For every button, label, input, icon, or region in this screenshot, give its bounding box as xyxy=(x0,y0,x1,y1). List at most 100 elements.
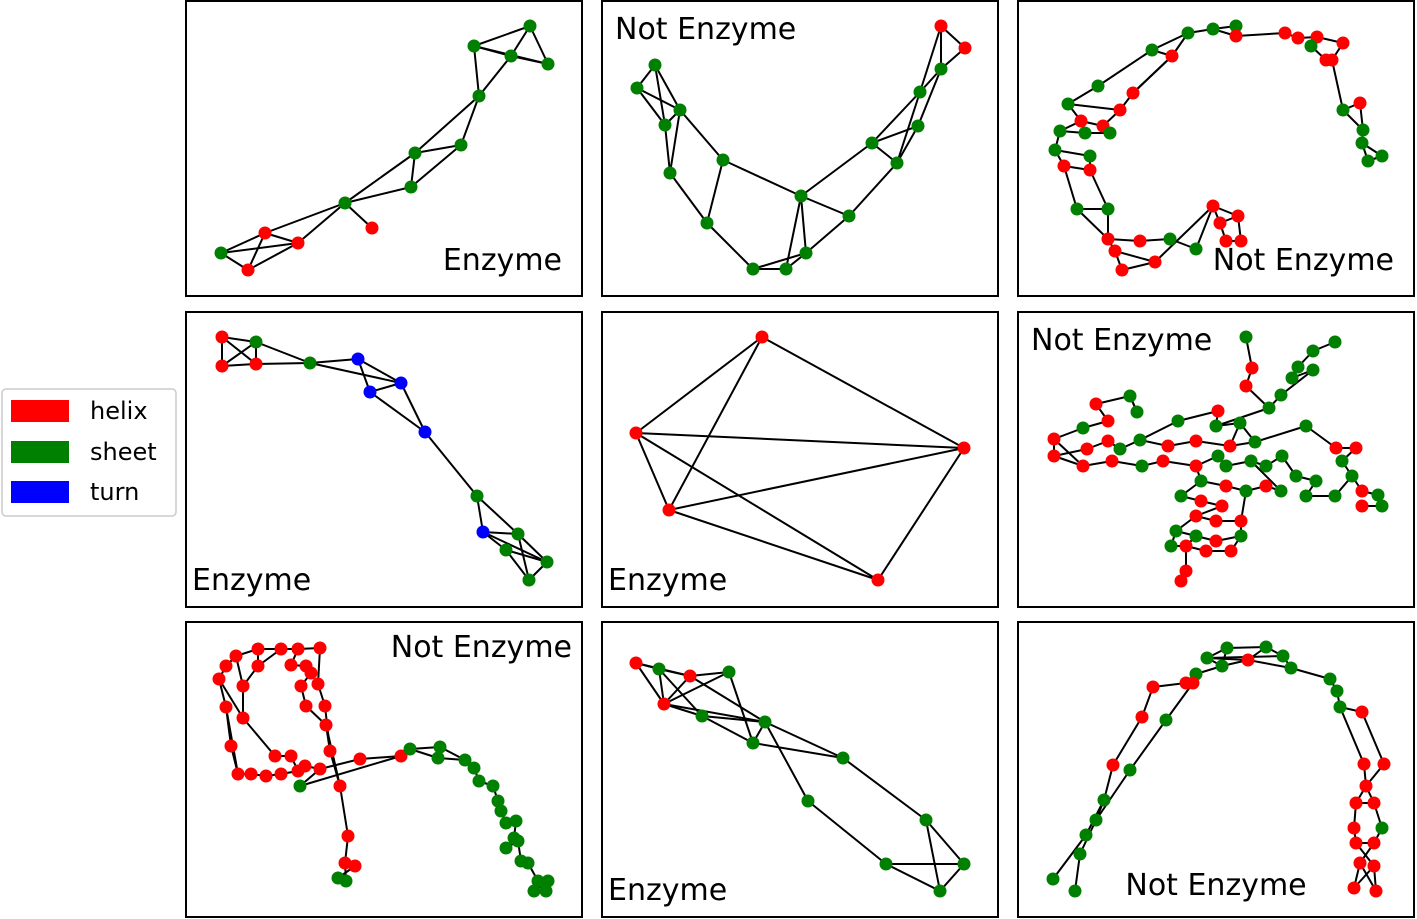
sheet-node xyxy=(1229,19,1243,33)
sheet-node xyxy=(1219,459,1233,473)
sheet-node xyxy=(746,262,760,276)
sheet-node xyxy=(1163,232,1177,246)
graph-panel-3: Not Enzyme xyxy=(1017,0,1415,297)
graph-edge xyxy=(896,91,921,164)
graph-edge xyxy=(505,549,548,563)
legend-swatch-turn xyxy=(11,481,69,503)
helix-node xyxy=(1234,234,1248,248)
sheet-node xyxy=(630,81,644,95)
sheet-node xyxy=(521,856,535,870)
graph-panel-2: Not Enzyme xyxy=(601,0,999,297)
sheet-node xyxy=(1289,469,1303,483)
helix-node xyxy=(1189,434,1203,448)
legend-swatch-sheet xyxy=(11,441,69,463)
graph-edge xyxy=(517,533,530,581)
helix-node xyxy=(1113,103,1127,117)
sheet-node xyxy=(1375,149,1389,163)
helix-node xyxy=(212,672,226,686)
sheet-node xyxy=(408,146,422,160)
sheet-node xyxy=(746,736,760,750)
graph-edge xyxy=(635,432,879,581)
sheet-node xyxy=(1309,474,1323,488)
graph-edge xyxy=(1089,169,1109,210)
sheet-node xyxy=(1304,39,1318,53)
helix-node xyxy=(629,656,643,670)
helix-node xyxy=(1259,479,1273,493)
graph-edge xyxy=(635,432,965,449)
sheet-node xyxy=(470,489,484,503)
helix-node xyxy=(662,503,676,517)
sheet-node xyxy=(1211,449,1225,463)
helix-node xyxy=(1325,53,1339,67)
helix-node xyxy=(394,749,408,763)
helix-node xyxy=(341,829,355,843)
helix-node xyxy=(241,263,255,277)
sheet-node xyxy=(799,246,813,260)
sheet-node xyxy=(933,884,947,898)
helix-node xyxy=(1219,479,1233,493)
helix-node xyxy=(1357,757,1371,771)
sheet-node xyxy=(879,857,893,871)
graph-edge xyxy=(764,721,844,759)
graph-edge xyxy=(785,195,802,270)
sheet-node xyxy=(801,794,815,808)
helix-node xyxy=(313,762,327,776)
helix-node xyxy=(284,658,298,672)
graph-edge xyxy=(460,95,480,146)
sheet-node xyxy=(1234,529,1248,543)
sheet-node xyxy=(890,156,904,170)
sheet-node xyxy=(1248,435,1262,449)
helix-node xyxy=(1194,494,1208,508)
graph-edge xyxy=(848,162,898,217)
helix-node xyxy=(1179,564,1193,578)
graph-panel-9: Not Enzyme xyxy=(1017,621,1415,918)
helix-node xyxy=(1115,263,1129,277)
graph-edge xyxy=(218,678,244,719)
helix-node xyxy=(236,679,250,693)
sheet-node xyxy=(1200,651,1214,665)
graph-edge xyxy=(1226,646,1267,649)
sheet-node xyxy=(293,779,307,793)
sheet-node xyxy=(1239,484,1253,498)
helix-node xyxy=(1179,539,1193,553)
graph-edge xyxy=(800,142,873,197)
sheet-node xyxy=(1113,442,1127,456)
sheet-node xyxy=(1145,43,1159,57)
helix-node xyxy=(957,441,971,455)
helix-node xyxy=(1106,758,1120,772)
sheet-node xyxy=(1130,405,1144,419)
graph-edge xyxy=(1165,682,1194,721)
helix-node xyxy=(319,718,333,732)
panel-label: Not Enzyme xyxy=(615,12,796,47)
graph-edge xyxy=(636,87,666,126)
graph-edge xyxy=(1177,410,1219,422)
helix-node xyxy=(1189,509,1203,523)
helix-node xyxy=(1353,96,1367,110)
legend: helix sheet turn xyxy=(1,388,177,517)
sheet-node xyxy=(1097,793,1111,807)
helix-node xyxy=(1229,29,1243,43)
sheet-node xyxy=(1068,884,1082,898)
graph-edge xyxy=(919,25,942,93)
helix-node xyxy=(298,759,312,773)
panel-frame xyxy=(185,621,583,918)
helix-node xyxy=(1126,86,1140,100)
helix-node xyxy=(333,779,347,793)
graph-edge xyxy=(1052,834,1087,880)
graph-edge xyxy=(663,703,766,723)
sheet-node xyxy=(467,39,481,53)
turn-node xyxy=(476,525,490,539)
helix-node xyxy=(1219,234,1233,248)
sheet-node xyxy=(494,804,508,818)
sheet-node xyxy=(527,884,541,898)
sheet-node xyxy=(1333,700,1347,714)
sheet-node xyxy=(433,740,447,754)
graph-edge xyxy=(414,144,462,154)
panel-frame xyxy=(185,0,583,297)
helix-node xyxy=(249,357,263,371)
helix-node xyxy=(755,330,769,344)
graph-edge xyxy=(1331,59,1344,111)
helix-node xyxy=(1367,796,1381,810)
panel-frame xyxy=(601,311,999,608)
legend-label-sheet: sheet xyxy=(90,438,157,466)
